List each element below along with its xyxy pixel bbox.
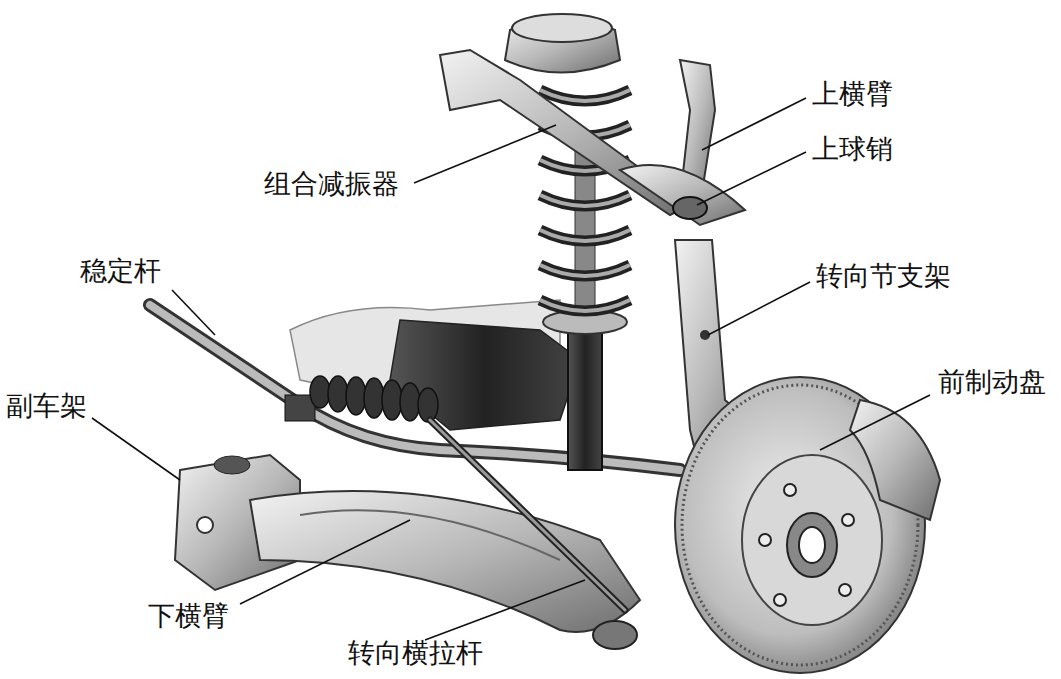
part-label: 组合减振器	[262, 168, 401, 200]
part-label: 转向横拉杆	[346, 637, 485, 669]
part-label: 稳定杆	[78, 255, 163, 287]
part-label: 下横臂	[146, 600, 231, 632]
part-label: 前制动盘	[936, 366, 1048, 398]
part-label: 上横臂	[810, 78, 895, 110]
part-label: 副车架	[4, 390, 89, 422]
part-label: 转向节支架	[814, 260, 953, 292]
part-label: 上球销	[810, 133, 895, 165]
